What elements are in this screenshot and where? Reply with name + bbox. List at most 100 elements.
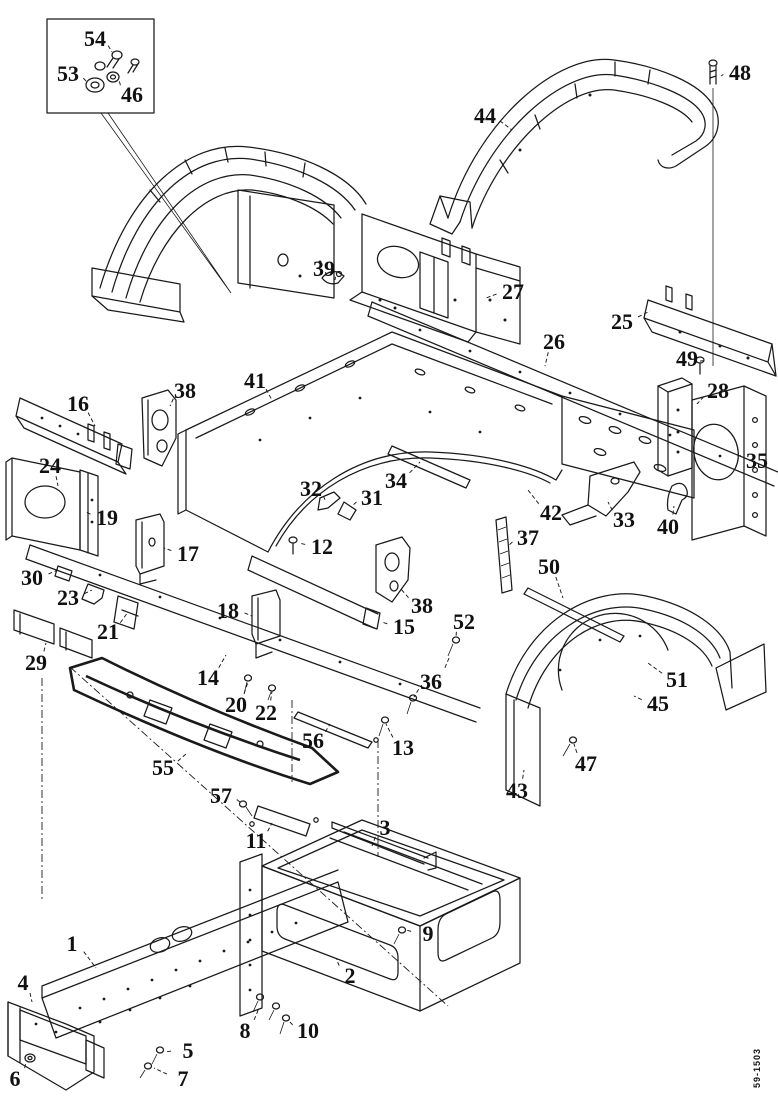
part-40-clip [668, 483, 688, 514]
svg-text:13: 13 [392, 735, 414, 760]
svg-text:52: 52 [453, 609, 475, 634]
part-32-angle [318, 492, 340, 510]
part-48-bolt [709, 60, 717, 366]
svg-text:19: 19 [96, 505, 118, 530]
svg-text:10: 10 [297, 1018, 319, 1043]
part-15-beam [248, 556, 380, 629]
svg-text:22: 22 [255, 700, 277, 725]
part-37-strip [496, 517, 512, 593]
svg-text:40: 40 [657, 514, 679, 539]
callout-25: 25 [611, 309, 650, 334]
part-11-bar [250, 806, 318, 836]
callout-3: 3 [372, 815, 391, 846]
callout-9: 9 [406, 921, 434, 946]
callout-50: 50 [538, 554, 563, 598]
svg-text:38: 38 [411, 593, 433, 618]
part-34-strip [388, 446, 470, 488]
callout-8: 8 [240, 1008, 260, 1043]
svg-text:2: 2 [345, 963, 356, 988]
svg-text:29: 29 [25, 650, 47, 675]
callout-10: 10 [289, 1018, 319, 1043]
part-7-bolt [140, 1063, 152, 1078]
callout-5: 5 [165, 1038, 194, 1063]
part-26-rail [368, 302, 778, 486]
part-17-bracket [136, 514, 164, 584]
svg-text:53: 53 [57, 61, 79, 86]
svg-text:43: 43 [506, 778, 528, 803]
svg-text:21: 21 [97, 619, 119, 644]
callout-27: 27 [486, 279, 524, 304]
callout-15: 15 [382, 614, 415, 639]
svg-text:6: 6 [10, 1066, 21, 1091]
svg-text:54: 54 [84, 26, 106, 51]
svg-text:14: 14 [197, 665, 219, 690]
part-28-bracket [658, 378, 692, 476]
svg-text:23: 23 [57, 585, 79, 610]
callout-22: 22 [255, 691, 277, 725]
part-5-bolt [152, 1047, 164, 1064]
callout-49: 49 [676, 346, 704, 371]
part-23-bracket [82, 584, 104, 604]
svg-text:42: 42 [540, 500, 562, 525]
projection-lines [42, 667, 448, 1006]
svg-text:27: 27 [502, 279, 524, 304]
svg-text:55: 55 [152, 755, 174, 780]
svg-text:57: 57 [210, 783, 232, 808]
callout-7: 7 [154, 1066, 189, 1091]
svg-text:47: 47 [575, 751, 597, 776]
part-10-bolt [280, 1015, 290, 1034]
part-2-box [240, 820, 520, 1016]
svg-text:36: 36 [420, 669, 442, 694]
svg-text:49: 49 [676, 346, 698, 371]
svg-text:4: 4 [18, 970, 29, 995]
svg-text:8: 8 [240, 1018, 251, 1043]
callout-40: 40 [657, 506, 679, 539]
part-left-fender [92, 146, 366, 322]
svg-text:20: 20 [225, 692, 247, 717]
svg-text:9: 9 [423, 921, 434, 946]
svg-text:25: 25 [611, 309, 633, 334]
callout-55: 55 [152, 754, 186, 780]
callout-32: 32 [300, 476, 326, 502]
svg-text:30: 30 [21, 565, 43, 590]
callout-18: 18 [217, 598, 252, 623]
svg-text:45: 45 [647, 691, 669, 716]
svg-text:51: 51 [666, 667, 688, 692]
svg-text:28: 28 [707, 378, 729, 403]
callout-33: 33 [608, 502, 635, 532]
callout-48: 48 [721, 60, 751, 85]
svg-text:24: 24 [39, 453, 61, 478]
callout-2: 2 [336, 958, 356, 988]
part-41-floor-plate [178, 332, 562, 552]
part-33-bracket [562, 462, 640, 525]
svg-text:33: 33 [613, 507, 635, 532]
callout-14: 14 [197, 655, 226, 690]
callout-13: 13 [386, 724, 414, 760]
svg-text:18: 18 [217, 598, 239, 623]
callout-38: 38 [170, 378, 196, 406]
svg-text:41: 41 [244, 368, 266, 393]
part-16-crossmember [16, 398, 132, 474]
part-35-plate [689, 386, 766, 540]
part-42-sidewall [562, 396, 694, 498]
svg-text:31: 31 [361, 485, 383, 510]
callout-34: 34 [385, 462, 420, 493]
callout-31: 31 [352, 485, 383, 510]
svg-text:44: 44 [474, 103, 496, 128]
callout-57: 57 [210, 783, 241, 808]
callout-37: 37 [508, 525, 539, 550]
callout-26: 26 [543, 329, 565, 366]
callout-28: 28 [697, 378, 729, 404]
callout-36: 36 [414, 669, 442, 697]
callout-45: 45 [634, 691, 669, 716]
svg-text:39: 39 [313, 256, 335, 281]
callout-19: 19 [86, 505, 118, 530]
svg-text:12: 12 [311, 534, 333, 559]
callout-54: 54 [84, 26, 112, 52]
part-38-bracket-center [376, 537, 410, 602]
svg-text:48: 48 [729, 60, 751, 85]
callout-21: 21 [97, 612, 128, 644]
svg-text:50: 50 [538, 554, 560, 579]
